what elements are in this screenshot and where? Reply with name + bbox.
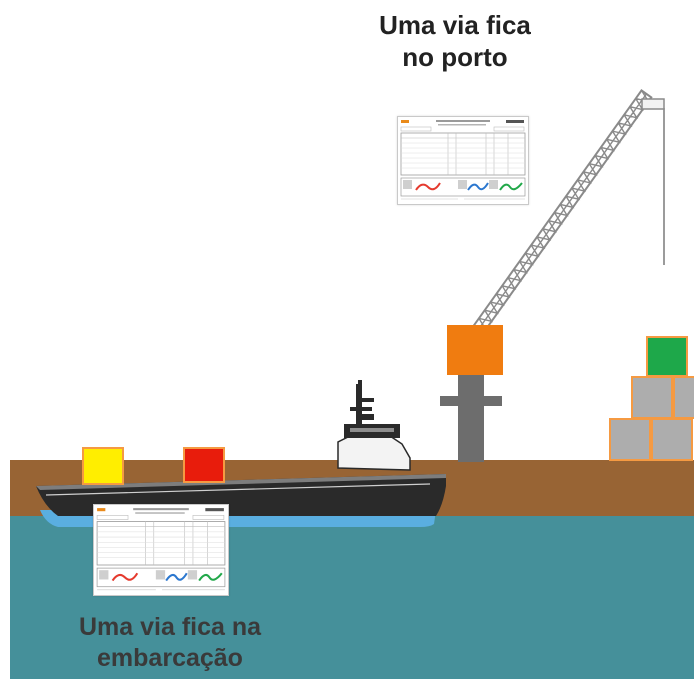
container-stack <box>609 336 694 461</box>
container-yellow <box>82 447 124 485</box>
ship-mast-arm <box>360 398 374 402</box>
ship-mast <box>356 384 362 426</box>
container-gray <box>651 418 693 461</box>
crane-column <box>458 372 484 462</box>
container-green <box>646 336 688 377</box>
ship-bridge-window <box>350 428 394 432</box>
crane-crossbar <box>440 396 502 406</box>
vessel-caption-line-2: embarcação <box>97 643 243 672</box>
ship-mast-top <box>358 380 362 386</box>
port-caption-line-2: no porto <box>402 41 508 72</box>
container-gray <box>609 418 651 461</box>
document-form-icon <box>397 116 529 205</box>
vessel-caption-line-1: Uma via fica na <box>78 613 262 641</box>
ship-mast-arm <box>350 407 372 411</box>
ship-superstructure <box>337 434 411 471</box>
crane-house <box>447 325 503 375</box>
container-gray <box>631 376 673 419</box>
document-thumbnail <box>94 505 228 595</box>
ship-mast-arm <box>362 414 374 420</box>
vessel-copy-caption: Uma via fica na embarcação <box>40 612 300 673</box>
ship-deck-stripe <box>36 474 446 490</box>
crane-boom-tip <box>641 98 665 110</box>
container-gray <box>673 376 694 419</box>
crane-icon <box>440 89 665 462</box>
ship-deck-line <box>45 483 431 496</box>
document-form-icon <box>93 504 229 596</box>
document-thumbnail <box>398 117 528 204</box>
port-caption-line-1: Uma via fica <box>379 10 531 40</box>
container-red <box>183 447 225 483</box>
port-copy-caption: Uma via fica no porto <box>340 10 570 73</box>
